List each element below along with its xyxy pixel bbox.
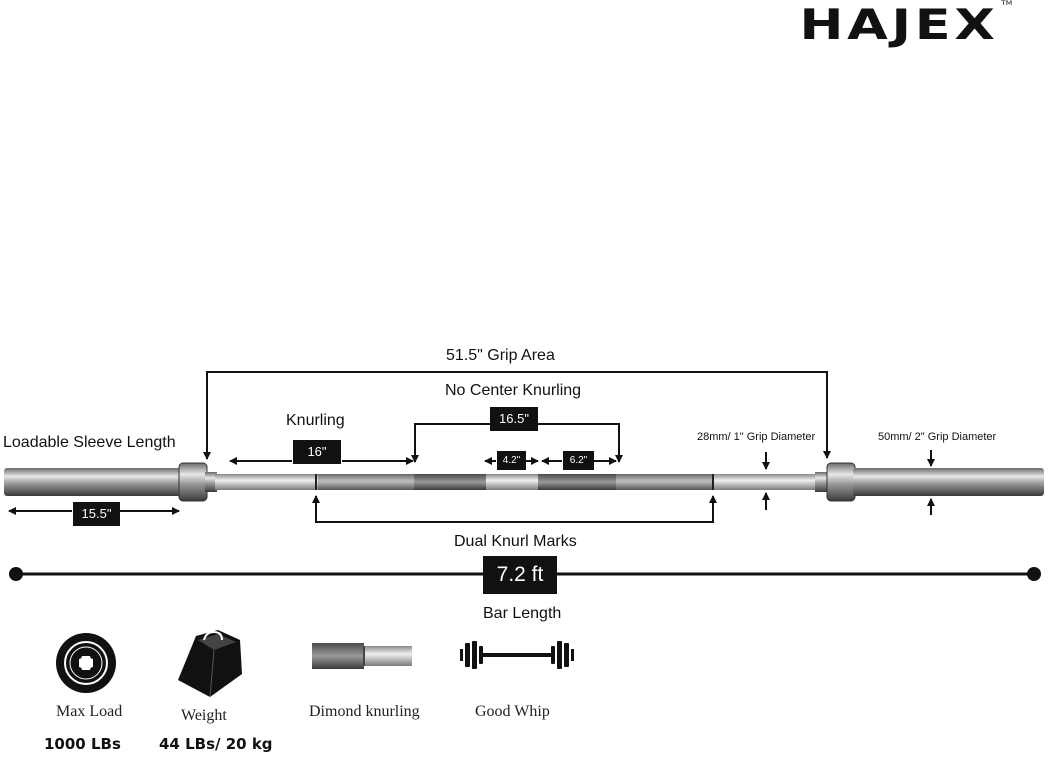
barbell-illustration (4, 462, 1044, 502)
sleeve-dimension-tag: 15.5" (73, 502, 120, 526)
inner-right-dimension-tag: 6.2" (563, 451, 594, 470)
weight-plate-icon (56, 633, 116, 693)
max-load-label: Max Load (56, 703, 123, 720)
dual-knurl-bracket (312, 495, 717, 523)
dual-knurl-marks-label: Dual Knurl Marks (454, 533, 577, 550)
knurling-feature-label: Dimond knurling (309, 703, 420, 720)
knurling-label: Knurling (286, 412, 345, 429)
barbell-icon (460, 641, 574, 669)
grip-diameter-label: 28mm/ 1" Grip Diameter (697, 431, 816, 443)
sleeve-diameter-label: 50mm/ 2" Grip Diameter (878, 431, 997, 443)
grip-area-bracket (203, 371, 831, 460)
weight-value: 44 LBs/ 20 kg (159, 735, 273, 753)
inner-left-dimension-tag: 4.2" (497, 451, 526, 470)
no-center-knurling-label: No Center Knurling (445, 382, 582, 399)
knurling-dimension-tag: 16" (293, 440, 341, 464)
whip-feature-label: Good Whip (475, 703, 550, 720)
kettlebell-weight-icon (178, 630, 242, 698)
knurled-bar-icon (312, 643, 412, 669)
center-dimension-tag: 16.5" (490, 407, 538, 431)
bar-length-tag: 7.2 ft (483, 556, 557, 594)
grip-area-label: 51.5" Grip Area (446, 347, 555, 364)
bar-length-label: Bar Length (483, 605, 562, 622)
loadable-sleeve-label: Loadable Sleeve Length (3, 434, 176, 451)
max-load-value: 1000 LBs (44, 735, 121, 753)
weight-label: Weight (181, 707, 227, 724)
